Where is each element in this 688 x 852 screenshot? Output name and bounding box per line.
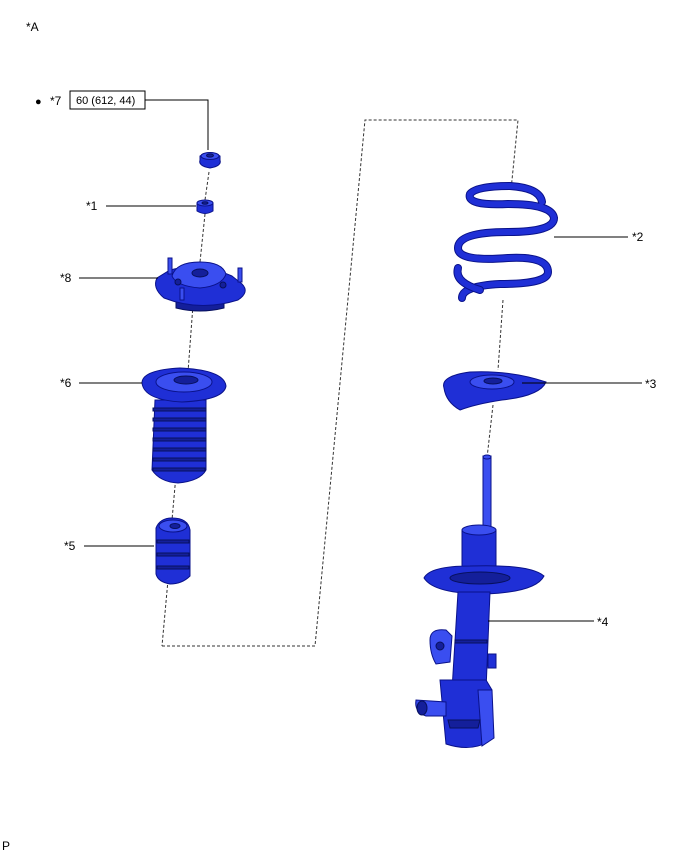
part-5-bump-stopper	[155, 517, 191, 585]
part-8-upper-support	[155, 257, 246, 312]
callout-7: *7	[50, 94, 62, 108]
callout-6: *6	[60, 376, 72, 390]
part-4-shock-absorber	[415, 454, 545, 748]
torque-spec-box	[69, 90, 146, 110]
bullet-icon: ●	[35, 96, 42, 108]
callout-4: *4	[597, 615, 609, 629]
callout-1: *1	[86, 199, 98, 213]
callout-5: *5	[64, 539, 76, 553]
torque-spec: 60 (612, 44)	[76, 95, 135, 107]
part-7-nut	[199, 152, 221, 169]
part-1-collar	[196, 199, 214, 214]
callout-8: *8	[60, 271, 72, 285]
callout-3: *3	[645, 377, 657, 391]
callout-2: *2	[632, 230, 644, 244]
corner-label: P	[2, 839, 10, 852]
view-label: *A	[26, 20, 39, 34]
part-2-coil-spring	[453, 181, 559, 302]
leader-lines	[79, 99, 642, 622]
part-3-spring-insulator	[443, 371, 547, 411]
part-6-dust-boot	[141, 367, 227, 484]
